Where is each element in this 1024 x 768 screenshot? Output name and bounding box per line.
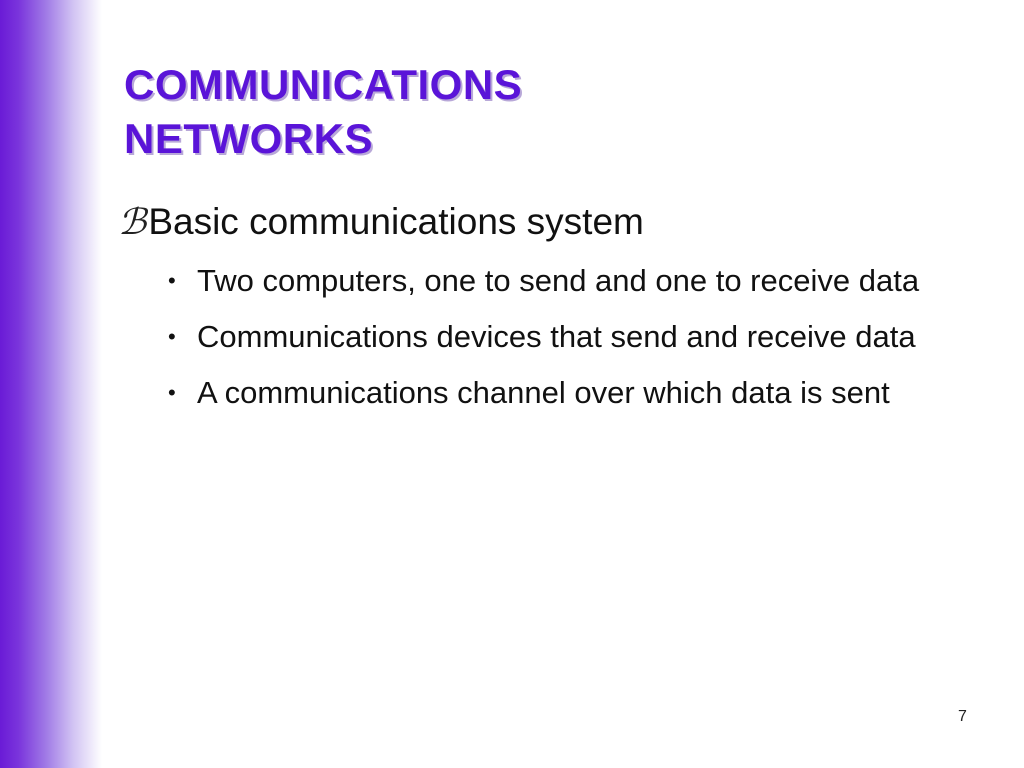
- title-line-2: NETWORKS: [124, 115, 373, 162]
- level1-item: ℬBasic communications system: [118, 196, 978, 249]
- bullet-dot-icon: •: [168, 268, 176, 293]
- slide-title: COMMUNICATIONS NETWORKS: [124, 58, 824, 166]
- sub-bullet-text: Communications devices that send and rec…: [197, 319, 916, 354]
- sub-bullet-item-2: • Communications devices that send and r…: [168, 318, 978, 356]
- bullet-dot-icon: •: [168, 380, 176, 405]
- left-gradient-bar: [0, 0, 102, 768]
- page-number: 7: [958, 708, 967, 725]
- level1-text: Basic communications system: [148, 201, 644, 242]
- title-line-1: COMMUNICATIONS: [124, 61, 523, 108]
- bullet-dot-icon: •: [168, 324, 176, 349]
- script-b-bullet-icon: ℬ: [118, 202, 147, 243]
- sub-bullet-item-3: • A communications channel over which da…: [168, 374, 978, 412]
- sub-bullet-list: • Two computers, one to send and one to …: [168, 262, 978, 430]
- sub-bullet-text: A communications channel over which data…: [197, 375, 890, 410]
- sub-bullet-text: Two computers, one to send and one to re…: [197, 263, 920, 298]
- sub-bullet-item-1: • Two computers, one to send and one to …: [168, 262, 978, 300]
